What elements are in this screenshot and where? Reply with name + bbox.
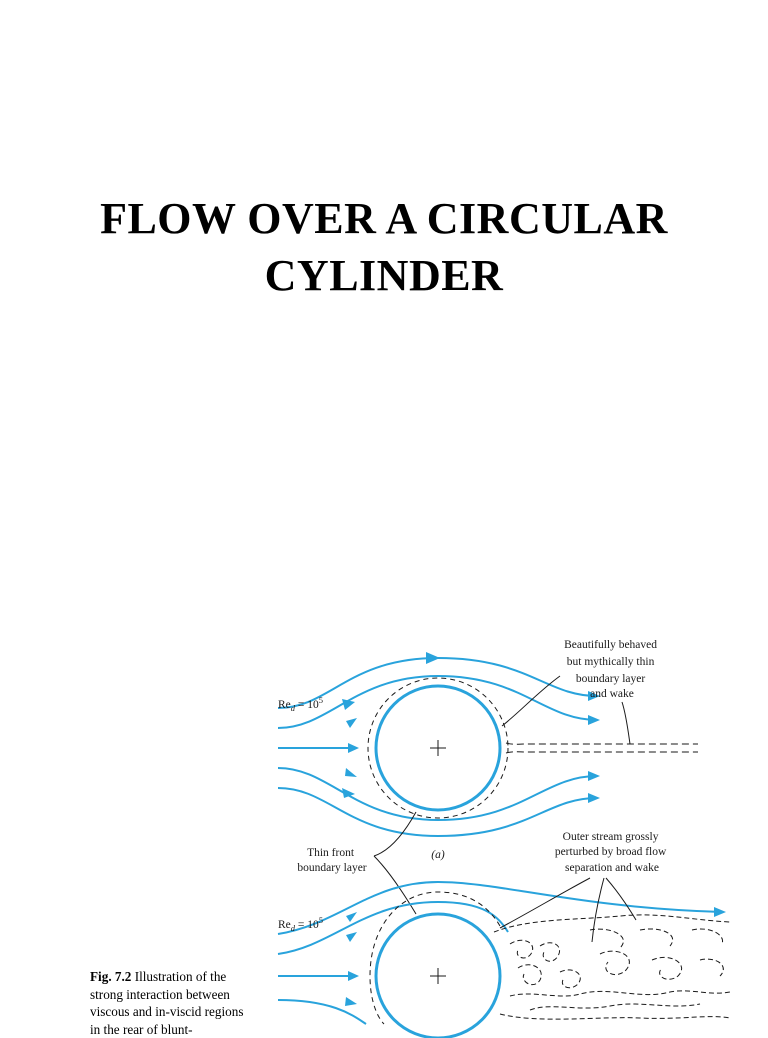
panel-b-wake-eddy-7 [639,928,673,947]
panel-b-leader-1 [499,877,591,929]
panel-b-wake-boundary-upper [493,914,731,933]
panel-a-arrow-3 [348,743,359,753]
panel-a-center-cross [430,740,446,756]
panel-b-wake-eddy-5 [589,928,624,949]
panel-b-wake-eddy-8 [651,956,683,980]
panel-b-leader-2 [591,877,605,943]
panel-a-streamline-1 [277,652,598,709]
panel-b-leader-3 [605,877,637,921]
panel-a-streamline-4 [277,767,598,822]
title-line-1: FLOW OVER A CIRCULAR [100,194,668,243]
panel-a-wake [505,742,698,754]
panel-a: Red = 105 Beautifully behaved but mythic… [277,639,698,861]
panel-a-arrow-5 [342,788,355,798]
panel-b-wake-eddy-10 [699,958,724,977]
panel-b-arrow-4 [345,997,357,1006]
thin-front-leaders [373,811,417,915]
panel-b-wake-eddy-2 [539,942,560,962]
panel-b-arrow-5 [714,907,726,917]
panel-b: Red = 105 Outer stream grossly perturbed… [277,831,731,1038]
panel-b-streamlines [277,880,723,1025]
panel-b-wake-eddy-4 [559,969,581,989]
panel-a-streamline-2 [277,674,598,729]
thin-front-leader-2 [373,855,417,915]
panel-b-wake-eddy-1 [509,939,534,959]
page-title: FLOW OVER A CIRCULAR CYLINDER [0,190,768,304]
figure-caption: Fig. 7.2 Illustration of the strong inte… [90,968,250,1038]
panel-a-leader-2 [621,701,631,745]
panel-b-wake-eddy-9 [691,928,724,945]
panel-a-wake-lower [505,751,698,754]
panel-b-boundary-layer [369,891,501,1025]
panel-a-arrow-9 [588,793,600,803]
panel-a-arrow-2 [346,718,357,728]
panel-a-leader-1 [501,675,561,727]
panel-b-reynolds-label: Red = 105 [278,915,323,933]
figure-caption-label: Fig. 7.2 [90,969,132,984]
flow-figure: Red = 105 Beautifully behaved but mythic… [260,630,768,1038]
thin-front-leader-1 [373,811,417,857]
panel-b-arrow-1 [346,912,357,922]
flow-diagram: Red = 105 Beautifully behaved but mythic… [277,639,731,1038]
panel-a-arrows [342,691,600,803]
panel-b-wake-eddy-3 [517,964,542,986]
panel-b-wake [493,914,731,1020]
panel-a-leaders [501,675,631,745]
panel-b-wake-eddy-12 [529,1003,701,1011]
title-line-2: CYLINDER [264,251,504,300]
panel-b-center-cross [430,968,446,984]
panel-b-wake-boundary-lower [499,1013,731,1020]
panel-a-reynolds-label: Red = 105 [278,695,323,713]
panel-a-arrow-6 [588,691,600,701]
panel-b-streamline-2 [277,900,509,955]
panel-a-boundary-layer [367,677,509,819]
panel-b-arrow-3 [348,971,359,981]
panel-b-annotation: Outer stream grossly perturbed by broad … [555,831,669,874]
panel-b-streamline-1 [277,880,723,935]
panel-a-arrow-1 [342,699,355,710]
panel-b-wake-eddy-6 [599,950,630,975]
thin-front-label: Thin front boundary layer [297,847,366,874]
panel-a-arrow-8 [588,771,600,781]
panel-a-streamline-5 [277,787,598,838]
panel-a-annotation: Beautifully behaved but mythically thin … [564,639,660,700]
panel-a-wake-upper [505,742,698,745]
panel-b-wake-eddy-11 [509,990,731,997]
panel-a-arrow-7 [588,715,600,725]
panel-b-arrow-2 [346,932,357,942]
panel-a-arrow-4 [345,768,357,777]
panel-b-streamline-4 [277,999,367,1025]
panel-b-leaders [499,877,637,943]
panel-a-streamlines [277,652,598,838]
panel-b-arrows [345,907,726,1006]
panel-a-label: (a) [431,849,445,861]
